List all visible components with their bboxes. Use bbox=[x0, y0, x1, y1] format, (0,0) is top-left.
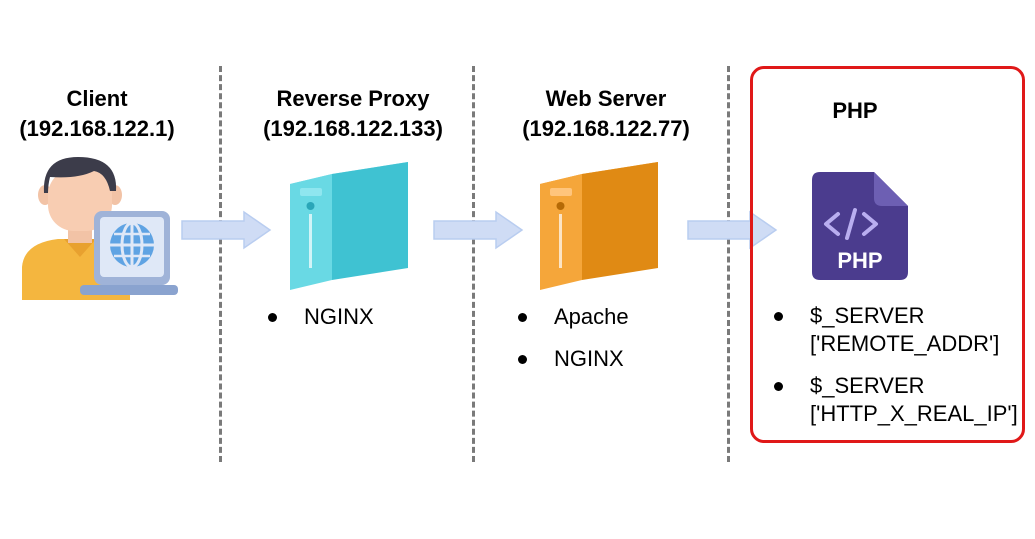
bullet-icon bbox=[774, 382, 783, 391]
bullet-icon bbox=[774, 312, 783, 321]
list-item: NGINX bbox=[514, 345, 629, 373]
client-ip: (192.168.122.1) bbox=[19, 116, 175, 141]
cyan-server-icon bbox=[290, 162, 408, 290]
web-server-ip: (192.168.122.77) bbox=[522, 116, 690, 141]
reverse-proxy-list: NGINX bbox=[264, 303, 374, 345]
list-item: $_SERVER ['REMOTE_ADDR'] bbox=[770, 302, 1018, 358]
list-item: Apache bbox=[514, 303, 629, 331]
reverse-proxy-heading: Reverse Proxy (192.168.122.133) bbox=[223, 84, 483, 144]
list-item: NGINX bbox=[264, 303, 374, 331]
separator-1 bbox=[219, 66, 222, 462]
client-title: Client bbox=[66, 86, 128, 111]
bullet-icon bbox=[518, 313, 527, 322]
php-variable-list: $_SERVER ['REMOTE_ADDR'] $_SERVER ['HTTP… bbox=[770, 302, 1018, 442]
php-title: PHP bbox=[832, 98, 878, 123]
reverse-proxy-ip: (192.168.122.133) bbox=[263, 116, 443, 141]
arrow-right-icon bbox=[181, 210, 272, 250]
php-file-icon: PHP bbox=[812, 172, 908, 280]
web-server-title: Web Server bbox=[545, 86, 667, 111]
web-server-list: Apache NGINX bbox=[514, 303, 629, 387]
client-with-laptop-icon bbox=[22, 157, 178, 300]
list-item: $_SERVER ['HTTP_X_REAL_IP'] bbox=[770, 372, 1018, 428]
php-highlight-box bbox=[750, 66, 1025, 443]
web-server-heading: Web Server (192.168.122.77) bbox=[476, 84, 736, 144]
bullet-icon bbox=[268, 313, 277, 322]
separator-2 bbox=[472, 66, 475, 462]
client-heading: Client (192.168.122.1) bbox=[0, 84, 227, 144]
php-logo-text: PHP bbox=[837, 248, 882, 273]
arrow-right-icon bbox=[433, 210, 524, 250]
reverse-proxy-title: Reverse Proxy bbox=[276, 86, 430, 111]
bullet-icon bbox=[518, 355, 527, 364]
orange-server-icon bbox=[540, 162, 658, 290]
separator-3 bbox=[727, 66, 730, 462]
